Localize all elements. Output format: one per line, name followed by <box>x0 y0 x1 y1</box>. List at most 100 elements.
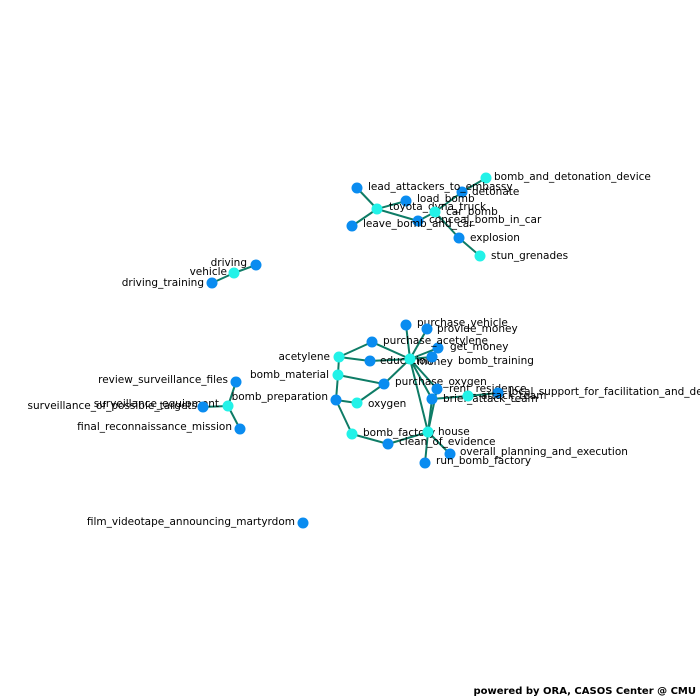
node-label-run_bomb_factory: run_bomb_factory <box>436 455 531 467</box>
edge-provide_money-money <box>409 328 428 360</box>
node-vehicle[interactable]: vehicle <box>190 266 240 279</box>
node-dot-surveillance_equipment[interactable] <box>222 400 234 412</box>
node-attack_team[interactable]: attack_team <box>462 390 547 402</box>
node-dot-acetylene[interactable] <box>333 351 345 363</box>
node-label-explosion: explosion <box>470 232 520 244</box>
node-label-conceal_bomb_in_car: conceal_bomb_in_car <box>429 214 542 226</box>
node-dot-run_bomb_factory[interactable] <box>419 457 431 469</box>
node-lead_attackers_to_embassy[interactable]: lead_attackers_to_embassy <box>351 181 513 194</box>
node-conceal_bomb_in_car[interactable]: conceal_bomb_in_car <box>412 214 542 227</box>
node-dot-education[interactable] <box>364 355 376 367</box>
node-dot-brief_attack_team[interactable] <box>426 393 438 405</box>
node-label-bomb_and_detonation_device: bomb_and_detonation_device <box>494 171 651 183</box>
edge-oxygen-purchase_oxygen <box>356 383 385 404</box>
node-purchase_oxygen[interactable]: purchase_oxygen <box>378 376 487 390</box>
node-label-purchase_oxygen: purchase_oxygen <box>395 376 487 388</box>
node-dot-bomb_material[interactable] <box>332 369 344 381</box>
node-label-purchase_acetylene: purchase_acetylene <box>383 335 488 347</box>
node-run_bomb_factory[interactable]: run_bomb_factory <box>419 455 532 469</box>
node-dot-toyota_dyna_truck[interactable] <box>371 203 383 215</box>
node-bomb_and_detonation_device[interactable]: bomb_and_detonation_device <box>480 171 651 184</box>
node-dot-detonate[interactable] <box>456 186 468 198</box>
node-dot-leave_bomb_and_car[interactable] <box>346 220 358 232</box>
node-label-provide_money: provide_money <box>437 323 518 335</box>
node-stun_grenades[interactable]: stun_grenades <box>474 250 569 262</box>
node-house[interactable]: house <box>422 426 470 438</box>
node-oxygen[interactable]: oxygen <box>351 397 407 411</box>
node-label-review_surveillance_files: review_surveillance_files <box>98 374 228 386</box>
node-dot-bomb_and_detonation_device[interactable] <box>480 172 492 184</box>
node-surveillance_of_possible_targets[interactable]: surveillance_of_possible_targets <box>28 400 209 413</box>
node-dot-film_videotape_announcing_martyrdom[interactable] <box>297 517 309 529</box>
node-car_bomb[interactable]: car_bomb <box>429 206 499 218</box>
node-dot-rent_residence[interactable] <box>431 383 443 395</box>
node-purchase_vehicle[interactable]: purchase_vehicle <box>400 317 508 331</box>
node-dot-surveillance_of_possible_targets[interactable] <box>197 401 209 413</box>
node-dot-explosion[interactable] <box>453 232 465 244</box>
node-dot-driving_training[interactable] <box>206 277 218 289</box>
node-label-overall_planning_and_execution: overall_planning_and_execution <box>460 446 628 458</box>
node-acetylene[interactable]: acetylene <box>279 351 345 363</box>
node-dot-local_support_for_facilitation_and_delivery[interactable] <box>492 387 504 399</box>
edge-purchase_oxygen-money <box>383 358 411 385</box>
node-detonate[interactable]: detonate <box>456 186 520 198</box>
node-dot-get_money[interactable] <box>432 342 444 354</box>
node-label-get_money: get_money <box>450 341 508 353</box>
node-leave_bomb_and_car[interactable]: leave_bomb_and_car <box>346 218 475 232</box>
node-label-oxygen: oxygen <box>368 398 406 410</box>
node-dot-purchase_vehicle[interactable] <box>400 319 412 331</box>
node-dot-house[interactable] <box>422 426 434 438</box>
node-dot-overall_planning_and_execution[interactable] <box>444 448 456 460</box>
node-final_reconnaissance_mission[interactable]: final_reconnaissance_mission <box>77 421 246 435</box>
node-dot-load_bomb[interactable] <box>400 195 412 207</box>
node-driving[interactable]: driving <box>211 257 262 271</box>
node-dot-oxygen[interactable] <box>351 397 363 409</box>
edge-purchase_vehicle-money <box>405 324 411 360</box>
node-dot-bomb_preparation[interactable] <box>330 394 342 406</box>
node-dot-bomb_factory[interactable] <box>346 428 358 440</box>
node-dot-stun_grenades[interactable] <box>474 250 486 262</box>
edge-money-rent_residence <box>409 358 438 390</box>
node-dot-bomb_training[interactable] <box>426 351 438 363</box>
node-dot-conceal_bomb_in_car[interactable] <box>412 215 424 227</box>
node-explosion[interactable]: explosion <box>453 232 520 244</box>
node-film_videotape_announcing_martyrdom[interactable]: film_videotape_announcing_martyrdom <box>87 516 309 529</box>
node-dot-clean_of_evidence[interactable] <box>382 438 394 450</box>
edge-bomb_preparation-bomb_factory <box>335 399 353 435</box>
node-bomb_material[interactable]: bomb_material <box>250 369 344 381</box>
node-money[interactable]: money <box>404 353 453 369</box>
node-dot-driving[interactable] <box>250 259 262 271</box>
node-bomb_preparation[interactable]: bomb_preparation <box>232 391 342 406</box>
node-label-bomb_material: bomb_material <box>250 369 329 381</box>
node-dot-car_bomb[interactable] <box>429 206 441 218</box>
node-clean_of_evidence[interactable]: clean_of_evidence <box>382 436 496 450</box>
node-label-vehicle: vehicle <box>190 266 227 278</box>
node-review_surveillance_files[interactable]: review_surveillance_files <box>98 374 242 388</box>
node-label-attack_team: attack_team <box>481 390 546 402</box>
node-provide_money[interactable]: provide_money <box>421 323 518 335</box>
node-dot-attack_team[interactable] <box>462 390 474 402</box>
node-label-money: money <box>417 356 453 368</box>
node-bomb_factory[interactable]: bomb_factory <box>346 427 436 440</box>
node-load_bomb[interactable]: load_bomb <box>400 193 476 207</box>
node-dot-purchase_oxygen[interactable] <box>378 378 390 390</box>
node-surveillance_equipment[interactable]: surveillance_equipment <box>94 398 234 412</box>
node-toyota_dyna_truck[interactable]: toyota_dyna_truck <box>371 201 488 215</box>
node-dot-review_surveillance_files[interactable] <box>230 376 242 388</box>
node-label-film_videotape_announcing_martyrdom: film_videotape_announcing_martyrdom <box>87 516 295 528</box>
node-local_support_for_facilitation_and_delivery[interactable]: local_support_for_facilitation_and_deliv… <box>492 386 700 399</box>
node-dot-vehicle[interactable] <box>228 267 240 279</box>
node-dot-lead_attackers_to_embassy[interactable] <box>351 182 363 194</box>
ora-credit-footer: powered by ORA, CASOS Center @ CMU <box>473 686 696 697</box>
node-dot-provide_money[interactable] <box>421 323 433 335</box>
node-dot-purchase_acetylene[interactable] <box>366 336 378 348</box>
node-overall_planning_and_execution[interactable]: overall_planning_and_execution <box>444 446 628 460</box>
node-dot-money[interactable] <box>404 353 416 365</box>
node-label-lead_attackers_to_embassy: lead_attackers_to_embassy <box>368 181 513 193</box>
node-purchase_acetylene[interactable]: purchase_acetylene <box>366 335 488 348</box>
node-driving_training[interactable]: driving_training <box>122 277 218 289</box>
node-get_money[interactable]: get_money <box>432 341 509 354</box>
node-dot-final_reconnaissance_mission[interactable] <box>234 423 246 435</box>
edge-car_bomb-explosion <box>434 211 460 239</box>
node-bomb_training[interactable]: bomb_training <box>426 351 534 368</box>
